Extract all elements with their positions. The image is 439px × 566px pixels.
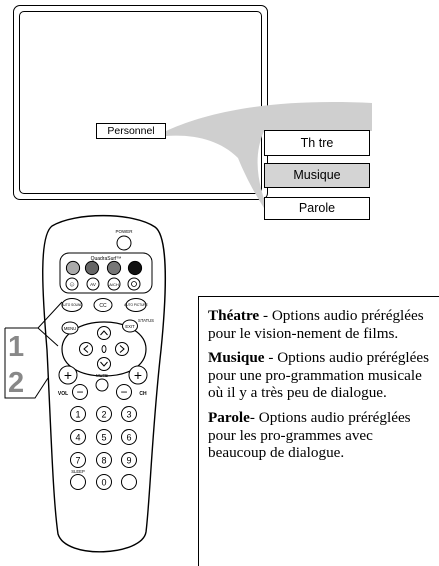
cc-button[interactable] [93, 298, 113, 312]
digit-0-button[interactable] [96, 474, 112, 490]
term-parole: Parole [208, 408, 250, 426]
digit-7-button[interactable] [70, 452, 86, 468]
plus-icon: + [64, 367, 72, 383]
description-parole: Parole- Options audio préréglées pour le… [208, 409, 433, 462]
step-number-2: 2 [8, 367, 25, 399]
description-panel: Théatre - Options audio préréglées pour … [198, 296, 439, 566]
ok-button[interactable] [101, 345, 107, 353]
term-theatre: Théatre [208, 307, 260, 324]
target-icon [131, 281, 137, 287]
text-parole: - Options audio préréglées pour les pro-… [208, 408, 411, 462]
text-musique: - Options audio préréglées pour une pro-… [208, 349, 430, 402]
left-button[interactable] [79, 342, 93, 356]
personnel-label: Personnel [96, 123, 166, 139]
sleep-button[interactable] [70, 474, 86, 490]
step-bracket [4, 328, 49, 399]
digit-7-label: 7 [75, 456, 80, 466]
vol-down-button[interactable] [72, 384, 88, 400]
power-label: POWER [115, 229, 133, 234]
chevron-right-icon [119, 345, 125, 353]
up-button[interactable] [97, 326, 111, 340]
smiley-button[interactable] [65, 277, 79, 291]
auto-sound-label: AUTO SOUND [61, 303, 83, 307]
digit-6-button[interactable] [121, 429, 137, 445]
sleep-label: SLEEP [71, 469, 85, 474]
a-ch-button[interactable] [107, 277, 121, 291]
ch-up-button[interactable] [128, 365, 148, 385]
digit-9-button[interactable] [121, 452, 137, 468]
digit-2-label: 2 [101, 410, 106, 420]
target-button[interactable] [127, 277, 141, 291]
digit-6-label: 6 [126, 433, 131, 443]
option-theatre[interactable]: Th tre [264, 130, 370, 156]
auto-sound-button[interactable] [61, 298, 83, 312]
tv-screen [19, 11, 262, 194]
description-theatre: Théatre - Options audio préréglées pour … [208, 307, 433, 342]
step-number-1: 1 [8, 331, 25, 363]
cc-label: CC [99, 303, 107, 309]
av-label: AV [90, 282, 96, 287]
status-label: STATUS [138, 318, 154, 323]
exit-label: EXIT [125, 324, 135, 329]
menu-label: MENU [64, 326, 76, 331]
blank-button[interactable] [121, 474, 137, 490]
av-button[interactable] [86, 277, 100, 291]
term-musique: Musique [208, 349, 265, 367]
digit-0-label: 0 [101, 478, 106, 488]
chevron-down-icon [100, 361, 108, 367]
step-pointer-2 [37, 327, 59, 347]
plus-icon: + [134, 367, 142, 383]
digit-2-button[interactable] [96, 406, 112, 422]
color-button-3[interactable] [106, 260, 122, 276]
digit-5-label: 5 [101, 433, 106, 443]
tv-screen-outer [13, 5, 268, 200]
color-button-2[interactable] [84, 260, 100, 276]
option-parole[interactable]: Parole [264, 197, 370, 220]
smiley-icon: ☺ [68, 282, 75, 289]
description-musique: Musique - Options audio préréglées pour … [208, 349, 433, 402]
digit-3-label: 3 [126, 410, 131, 420]
digit-1-button[interactable] [70, 406, 86, 422]
mute-label: MUTE [96, 373, 108, 378]
digit-4-button[interactable] [70, 429, 86, 445]
ch-down-button[interactable] [116, 384, 132, 400]
color-button-1[interactable] [65, 260, 81, 276]
down-button[interactable] [97, 357, 111, 371]
a-ch-label: A/CH [109, 282, 119, 287]
text-theatre: - Options audio préréglées pour le visio… [208, 307, 424, 342]
right-button[interactable] [115, 342, 129, 356]
option-musique[interactable]: Musique [264, 163, 370, 188]
digit-3-button[interactable] [121, 406, 137, 422]
auto-picture-label: AUTO PICTURE [124, 303, 148, 307]
vol-up-button[interactable] [58, 365, 78, 385]
quadrasurf-label: QuadraSurf™ [91, 256, 122, 262]
vol-label: VOL [58, 391, 68, 397]
digit-1-label: 1 [75, 410, 80, 420]
color-button-4[interactable] [127, 260, 143, 276]
digit-9-label: 9 [126, 456, 131, 466]
digit-8-label: 8 [101, 456, 106, 466]
power-button[interactable] [116, 235, 132, 251]
mute-button[interactable] [95, 378, 109, 392]
minus-icon: − [76, 385, 83, 399]
ch-label: CH [139, 391, 147, 397]
digit-8-button[interactable] [96, 452, 112, 468]
auto-picture-button[interactable] [125, 298, 147, 312]
digit-4-label: 4 [75, 433, 80, 443]
digit-5-button[interactable] [96, 429, 112, 445]
chevron-left-icon [83, 345, 89, 353]
chevron-up-icon [100, 330, 108, 336]
exit-button[interactable] [122, 319, 138, 333]
minus-icon: − [120, 385, 127, 399]
menu-button[interactable] [61, 321, 79, 335]
